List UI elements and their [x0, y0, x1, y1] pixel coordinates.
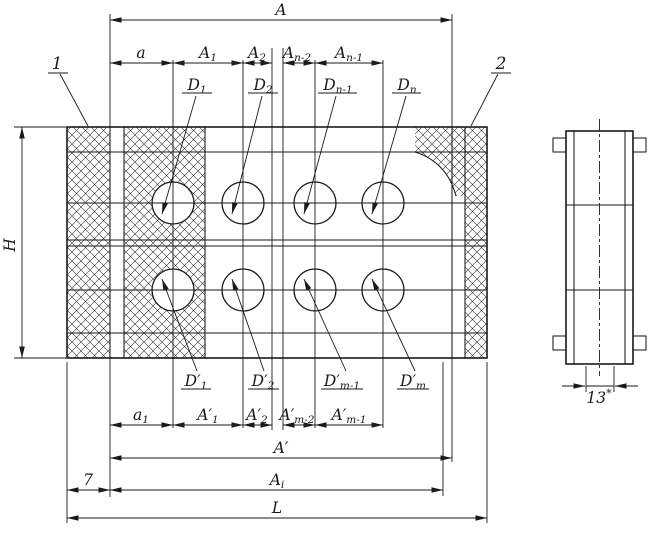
leader-callout-2: [470, 73, 499, 127]
leader-Dm1p: [303, 278, 347, 372]
leader-Dmp: [371, 278, 416, 372]
dimension-lines: [19, 17, 487, 521]
hole-label-D1: D1: [186, 76, 206, 96]
dim-label-A2: A2: [246, 44, 266, 64]
leader-Dn1: [303, 95, 337, 215]
dim-label-a: a: [136, 44, 145, 62]
leader-lines: [48, 72, 511, 390]
dim-label-7: 7: [83, 471, 93, 489]
callout-1: 1: [52, 54, 63, 74]
dim-label-A1p: A′1: [195, 406, 218, 426]
hole-centerlines: [172, 60, 384, 428]
main-view: A a A1 A2 An-2 An-1 D1 D2 Dn-1 Dn 1 2 H …: [1, 1, 511, 523]
dim-label-a1: a1: [133, 406, 149, 426]
side-view: 13*: [552, 119, 647, 407]
leader-callout-1: [59, 73, 89, 127]
hole-label-D2p: D′2: [251, 372, 275, 392]
dim-label-Ai: Ai: [268, 471, 285, 491]
leader-D2p: [231, 278, 265, 372]
dim-label-A2p: A′2: [244, 406, 268, 426]
hole-label-Dn: Dn: [396, 76, 416, 96]
extension-lines: [14, 14, 488, 523]
dim-label-H: H: [1, 238, 19, 253]
dim-label-An1: An-1: [333, 44, 363, 64]
dim-label-An2: An-2: [281, 44, 312, 64]
labels: A a A1 A2 An-2 An-1 D1 D2 Dn-1 Dn 1 2 H …: [1, 1, 506, 517]
dim-label-A1: A1: [197, 44, 217, 64]
callout-2: 2: [495, 54, 507, 74]
dim-label-L: L: [271, 499, 282, 517]
dim-label-13: 13*: [586, 387, 612, 407]
leader-D1p: [161, 278, 198, 372]
side-outline: [552, 119, 647, 376]
side-dimension-13: 13*: [562, 366, 638, 407]
leader-D2: [231, 95, 263, 215]
plate-outline: [66, 126, 488, 359]
dim-label-Am2p: A′m-2: [278, 406, 315, 426]
hatching: [67, 127, 487, 358]
hole-label-Dn1: Dn-1: [322, 76, 352, 96]
dim-label-Am1p: A′m-1: [330, 406, 367, 426]
leader-D1: [161, 95, 197, 215]
hole-label-D2: D2: [252, 76, 272, 96]
dim-label-Ap: A′: [272, 439, 289, 457]
break-lines: [271, 48, 284, 430]
hole-label-D1p: D′1: [184, 372, 208, 392]
hole-label-Dmp: D′m: [399, 372, 426, 392]
dim-label-A: A: [273, 1, 286, 19]
leader-Dn: [371, 95, 407, 215]
hole-label-Dm1p: D′m-1: [323, 372, 360, 392]
